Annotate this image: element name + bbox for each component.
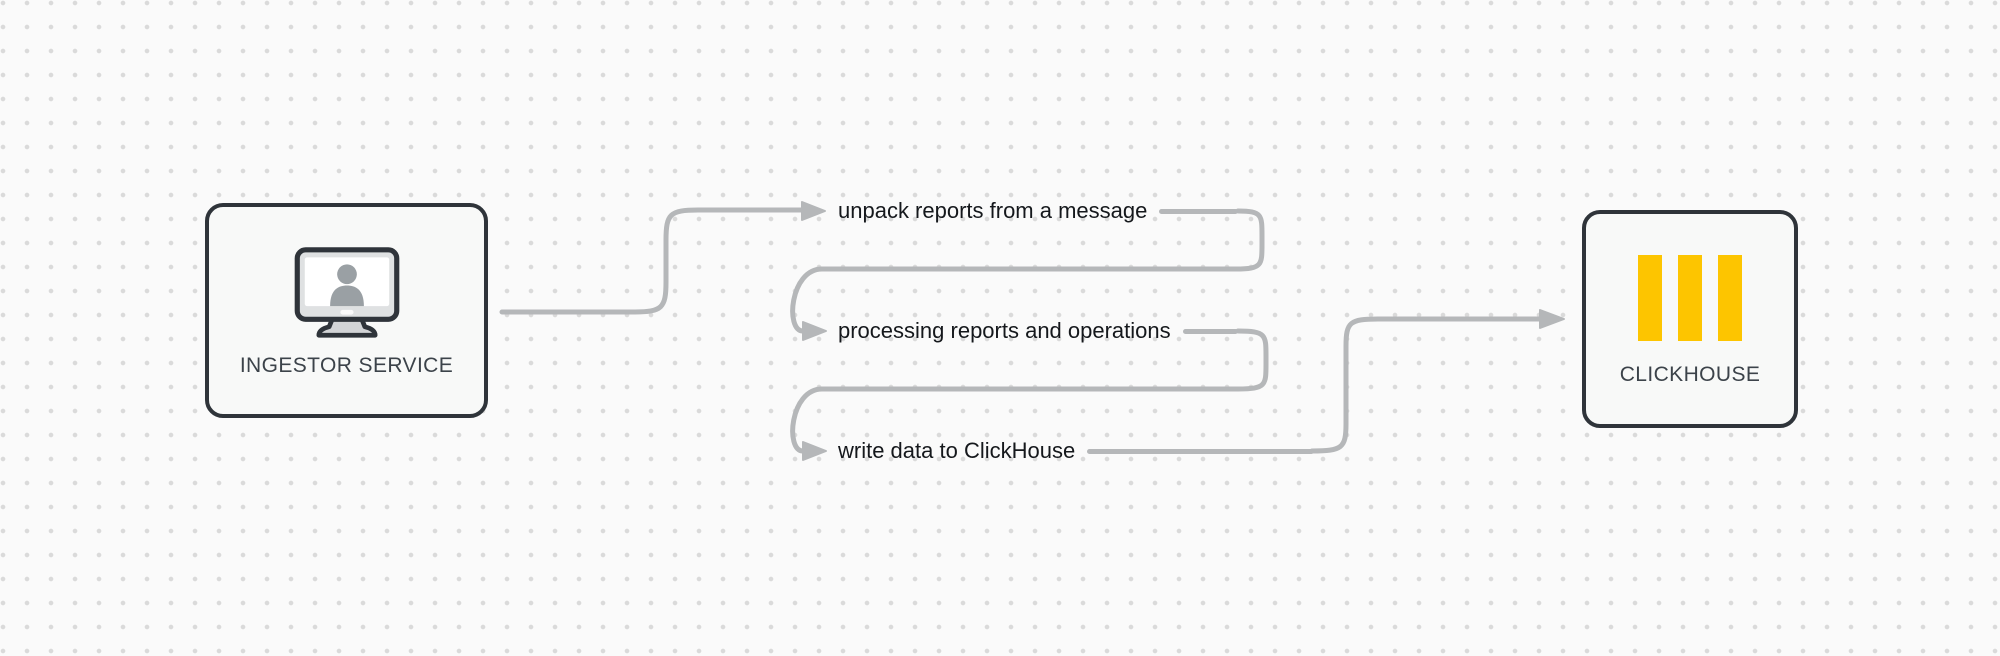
user-silhouette-head <box>336 263 357 284</box>
step-processing-reports: processing reports and operations <box>838 317 1238 345</box>
monitor-stand <box>316 314 378 338</box>
clickhouse-logo-icon <box>1638 255 1742 341</box>
node-ingestor-service: INGESTOR SERVICE <box>205 203 488 418</box>
step-unpack-reports: unpack reports from a message <box>838 197 1238 225</box>
step-stub-line <box>1087 448 1314 454</box>
arrowhead-step2-icon <box>802 321 827 341</box>
arrowhead-step1-icon <box>801 201 826 221</box>
arrowhead-clickhouse-icon <box>1539 309 1565 329</box>
step-stub-line <box>1159 208 1238 214</box>
connector-step1-to-step2 <box>790 208 1265 334</box>
ingestor-node-label: INGESTOR SERVICE <box>239 353 454 377</box>
step-write-data: write data to ClickHouse <box>838 437 1314 465</box>
connector-step3-to-clickhouse <box>1309 316 1543 454</box>
connector-ingestor-to-step1 <box>499 207 805 315</box>
clickhouse-logo-bar <box>1718 255 1742 341</box>
monitor-user-icon <box>294 246 399 338</box>
connector-step2-to-step3 <box>790 328 1269 454</box>
monitor-power-dash <box>339 309 354 315</box>
clickhouse-logo-bar <box>1678 255 1702 341</box>
step-label: processing reports and operations <box>838 318 1171 343</box>
node-clickhouse: CLICKHOUSE <box>1582 210 1798 428</box>
step-label: unpack reports from a message <box>838 198 1148 223</box>
user-silhouette-shoulders <box>329 284 364 306</box>
clickhouse-logo-bar <box>1638 255 1662 341</box>
step-stub-line <box>1182 328 1238 334</box>
arrowhead-step3-icon <box>802 441 827 461</box>
step-label: write data to ClickHouse <box>838 438 1076 463</box>
clickhouse-node-label: CLICKHOUSE <box>1619 363 1761 386</box>
